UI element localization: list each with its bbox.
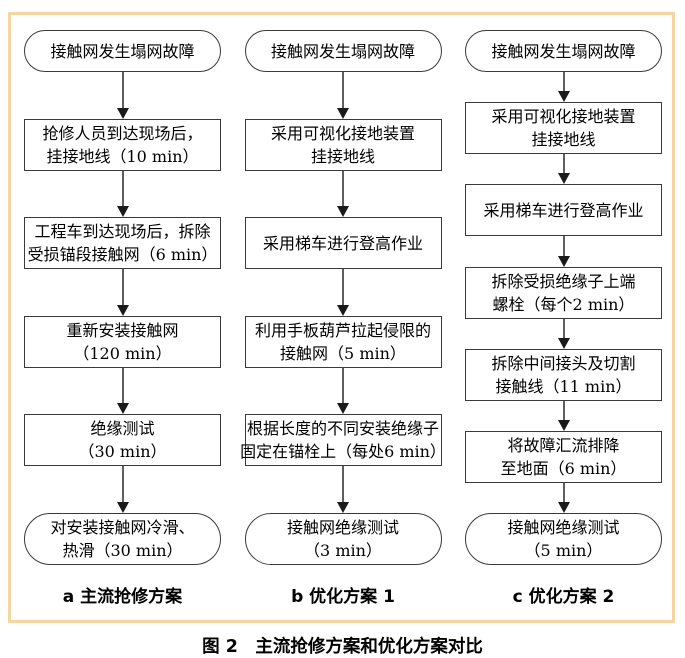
down-arrow-icon	[465, 236, 662, 267]
arrow-head	[337, 304, 349, 316]
flow-step: 拆除中间接头及切割 接触线（11 min）	[465, 348, 662, 401]
column-label-c: c 优化方案 2	[512, 587, 615, 607]
arrow-head	[116, 501, 129, 513]
figure-frame: 接触网发生塌网故障 抢修人员到达现场后， 挂接地线（10 min） 工程车到达现…	[8, 12, 675, 623]
arrow-shaft	[342, 367, 344, 404]
arrow-head	[116, 206, 129, 218]
arrow-shaft	[562, 400, 565, 420]
arrow-shaft	[562, 318, 565, 338]
arrow-shaft	[342, 170, 344, 207]
arrow-shaft	[121, 72, 124, 108]
arrow-head	[116, 304, 129, 316]
flow-node-start: 接触网发生塌网故障	[24, 30, 221, 72]
down-arrow-icon	[245, 72, 442, 119]
flow-node-start: 接触网发生塌网故障	[244, 30, 442, 72]
arrow-head	[557, 337, 570, 349]
arrow-head	[337, 206, 349, 218]
arrow-shaft	[121, 269, 124, 305]
arrow-shaft	[342, 269, 344, 305]
flow-node-end: 接触网绝缘测试 （5 min）	[465, 513, 662, 566]
down-arrow-icon	[465, 318, 662, 349]
down-arrow-icon	[245, 466, 442, 513]
arrow-head	[337, 107, 349, 119]
arrow-shaft	[121, 367, 124, 404]
flow-step: 采用梯车进行登高作业	[465, 184, 662, 237]
flow-step: 重新安装接触网 （120 min）	[24, 315, 221, 368]
column-label-b: b 优化方案 1	[291, 587, 395, 607]
arrow-shaft	[342, 466, 344, 502]
down-arrow-icon	[24, 269, 221, 316]
arrow-shaft	[121, 170, 124, 207]
figure-caption: 图 2 主流抢修方案和优化方案对比	[202, 637, 483, 657]
flow-node-end: 对安装接触网冷滑、 热滑（30 min）	[24, 512, 221, 565]
arrow-shaft	[562, 482, 565, 503]
down-arrow-icon	[24, 72, 221, 119]
flow-node-end: 接触网绝缘测试 （3 min）	[244, 512, 442, 565]
flow-step: 工程车到达现场后，拆除 受损锚段接触网（6 min）	[24, 217, 221, 270]
arrow-shaft	[562, 72, 565, 92]
down-arrow-icon	[245, 367, 442, 415]
down-arrow-icon	[245, 170, 442, 218]
arrow-head	[337, 403, 349, 415]
flow-step: 利用手板葫芦拉起侵限的 接触网（5 min）	[244, 315, 442, 368]
arrow-head	[557, 255, 570, 267]
flow-step: 抢修人员到达现场后， 挂接地线（10 min）	[24, 118, 221, 171]
flowchart-c: 接触网发生塌网故障 采用可视化接地装置 挂接地线 采用梯车进行登高作业 拆除受损…	[465, 30, 662, 566]
flow-node-start: 接触网发生塌网故障	[465, 30, 662, 72]
arrow-head	[557, 419, 570, 431]
column-c: 接触网发生塌网故障 采用可视化接地装置 挂接地线 采用梯车进行登高作业 拆除受损…	[465, 30, 662, 607]
arrow-shaft	[342, 72, 344, 108]
down-arrow-icon	[465, 400, 662, 431]
flow-step: 将故障汇流排降 至地面（6 min）	[465, 430, 662, 483]
arrow-head	[557, 502, 570, 514]
arrow-head	[557, 173, 570, 185]
column-b: 接触网发生塌网故障 采用可视化接地装置 挂接地线 采用梯车进行登高作业 利用手板…	[240, 30, 446, 607]
arrow-shaft	[562, 154, 565, 174]
flowchart-a: 接触网发生塌网故障 抢修人员到达现场后， 挂接地线（10 min） 工程车到达现…	[24, 30, 221, 565]
flowchart-b: 接触网发生塌网故障 采用可视化接地装置 挂接地线 采用梯车进行登高作业 利用手板…	[240, 30, 446, 565]
down-arrow-icon	[24, 367, 221, 415]
arrow-head	[116, 107, 129, 119]
arrow-head	[116, 403, 129, 415]
down-arrow-icon	[465, 72, 662, 103]
down-arrow-icon	[245, 269, 442, 316]
arrow-head	[557, 91, 570, 103]
flow-step: 绝缘测试 （30 min）	[24, 414, 221, 467]
flow-step: 根据长度的不同安装绝缘子 固定在锚栓上（每处6 min）	[240, 414, 446, 467]
down-arrow-icon	[465, 154, 662, 185]
arrow-shaft	[562, 236, 565, 256]
arrow-shaft	[121, 466, 124, 502]
column-a: 接触网发生塌网故障 抢修人员到达现场后， 挂接地线（10 min） 工程车到达现…	[24, 30, 221, 607]
flow-step: 拆除受损绝缘子上端 螺栓（每个2 min）	[465, 266, 662, 319]
flow-step: 采用可视化接地装置 挂接地线	[465, 102, 662, 155]
column-label-a: a 主流抢修方案	[62, 587, 183, 607]
flow-step: 采用可视化接地装置 挂接地线	[244, 118, 442, 171]
flow-step: 采用梯车进行登高作业	[244, 217, 442, 270]
down-arrow-icon	[24, 466, 221, 513]
down-arrow-icon	[465, 482, 662, 514]
arrow-head	[337, 501, 349, 513]
down-arrow-icon	[24, 170, 221, 218]
